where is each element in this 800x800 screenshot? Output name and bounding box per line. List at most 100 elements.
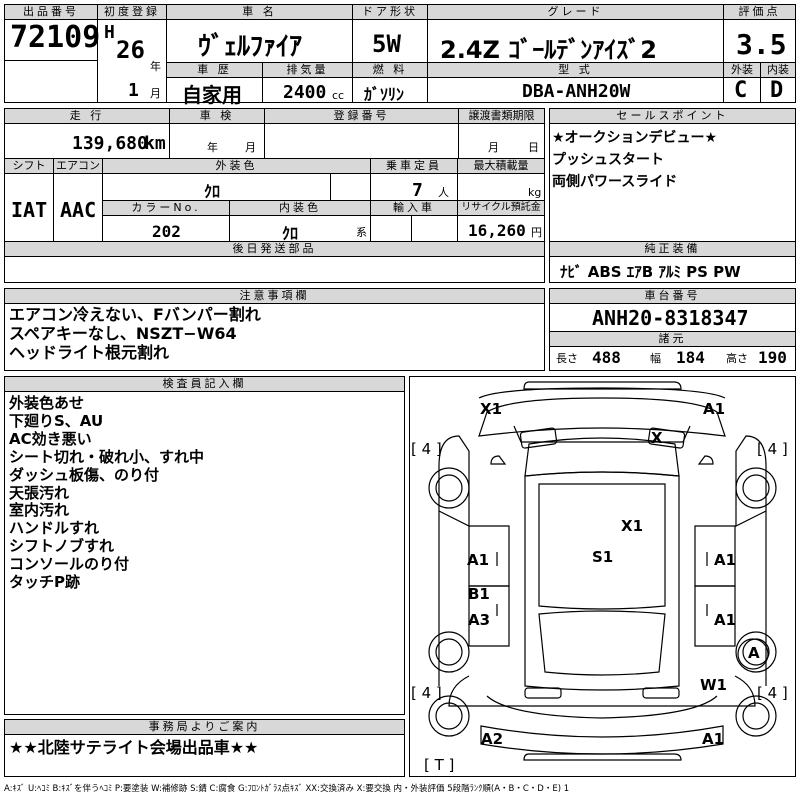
- mark-right-circle: A: [748, 644, 760, 662]
- inspector-line-4: シート切れ・破れ小、すれ中: [9, 448, 205, 466]
- fuel: ｶﾞｿﾘﾝ: [364, 85, 405, 104]
- sales-points-panel: [549, 108, 796, 283]
- capacity-unit: 人: [438, 186, 449, 199]
- later-parts-label: 後日発送部品: [5, 242, 544, 257]
- inspector-line-7: 室内汚れ: [9, 501, 70, 519]
- mark-left-rear-b: B1: [468, 585, 490, 603]
- door-type: 5W: [372, 30, 401, 58]
- specs-label: 諸元: [550, 331, 795, 347]
- reg-year: 26: [116, 36, 145, 64]
- note-line-1: エアコン冷えない、Fバンパー割れ: [9, 305, 261, 324]
- model-code: DBA-ANH20W: [522, 81, 631, 102]
- reg-year-unit: 年: [150, 60, 161, 73]
- door-label: ドア形状: [353, 5, 427, 20]
- inspector-line-1: 外装色あせ: [9, 394, 85, 412]
- inspector-line-5: ダッシュ板傷、のり付: [9, 466, 160, 484]
- equipment: ﾅﾋﾞ ABS ｴｱB ｱﾙﾐ PS PW: [560, 263, 741, 281]
- chassis-number: ANH20-8318347: [592, 306, 749, 330]
- mark-seat: S1: [592, 548, 614, 566]
- interior-label: 内装: [761, 63, 795, 78]
- legend: A:ｷｽﾞ U:ﾍｺﾐ B:ｷｽﾞを伴うﾍｺﾐ P:要塗装 W:補修跡 S:錆 …: [4, 784, 570, 794]
- interior-grade: D: [770, 78, 784, 103]
- equipment-label: 純正装備: [550, 242, 795, 257]
- mark-left-rear-a: A3: [468, 611, 491, 629]
- inspection-label: 車 検: [170, 109, 264, 124]
- inspection-month-unit: 月: [245, 141, 256, 154]
- first-reg-label: 初度登録: [98, 5, 166, 20]
- displacement-unit: cc: [332, 89, 345, 102]
- sales-point-1: ★オークションデビュー★: [552, 130, 718, 146]
- transfer-label: 譲渡書類期限: [459, 109, 544, 124]
- mark-roof: X1: [621, 517, 644, 535]
- inspector-line-8: ハンドルすれ: [9, 519, 100, 537]
- tire-front-left: [ 4 ]: [411, 440, 442, 458]
- notes-panel: [4, 288, 545, 371]
- displacement: 2400: [283, 82, 327, 103]
- chassis-panel: [549, 288, 796, 371]
- car-name-label: 車 名: [167, 5, 352, 20]
- color-no-label: カラーNo.: [103, 201, 229, 216]
- inspector-line-3: AC効き悪い: [9, 430, 92, 448]
- height: 190: [758, 348, 787, 367]
- inspector-panel: [4, 376, 405, 715]
- inspector-label: 検査員記入欄: [5, 377, 404, 392]
- header-panel: [4, 4, 796, 103]
- tire-front-right: [ 4 ]: [757, 440, 788, 458]
- transfer-day-unit: 日: [528, 141, 539, 154]
- sales-points-label: セールスポイント: [550, 109, 795, 124]
- model-label: 型 式: [428, 63, 723, 78]
- note-line-2: スペアキーなし、NSZT−W64: [9, 324, 237, 343]
- chassis-label: 車台番号: [550, 289, 795, 304]
- exterior-label: 外装: [724, 63, 760, 78]
- inspector-line-6: 天張汚れ: [9, 484, 70, 502]
- grade-label: グレード: [428, 5, 723, 20]
- int-color-unit: 系: [356, 226, 367, 239]
- history: 自家用: [182, 83, 242, 107]
- transfer-month-unit: 月: [488, 141, 499, 154]
- length-label: 長さ: [556, 352, 578, 365]
- recycle-label: リサイクル預託金: [458, 201, 544, 216]
- sales-point-3: 両側パワースライド: [552, 174, 678, 190]
- reg-number-label: 登録番号: [265, 109, 458, 124]
- inspector-line-2: 下廻りS、AU: [9, 412, 104, 430]
- car-name: ｳﾞｪﾙﾌｧｲｱ: [198, 32, 303, 62]
- office-note: ★★北陸サテライト会場出品車★★: [9, 738, 259, 757]
- inspector-line-11: タッチP跡: [9, 573, 80, 591]
- mark-right-front-door: A1: [714, 551, 737, 569]
- era: H: [104, 22, 115, 43]
- max-load-unit: kg: [528, 186, 542, 199]
- mileage-label: 走 行: [5, 109, 169, 124]
- aircon: AAC: [60, 198, 97, 222]
- mark-windshield: X: [651, 429, 663, 447]
- lot-number-label: 出品番号: [5, 5, 97, 20]
- mileage: 139,680: [72, 133, 148, 154]
- mark-right-rear-door: A1: [714, 611, 737, 629]
- fuel-label: 燃 料: [353, 63, 427, 78]
- mark-front-right: A1: [703, 400, 726, 418]
- width: 184: [676, 348, 705, 367]
- length: 488: [592, 348, 621, 367]
- details-panel: [4, 108, 545, 283]
- mark-rear-left: A2: [481, 730, 504, 748]
- ac-label: エアコン: [54, 159, 102, 174]
- tire-rear-left: [ 4 ]: [411, 684, 442, 702]
- recycle-unit: 円: [531, 226, 542, 239]
- exterior-grade: C: [734, 78, 748, 103]
- inspector-line-10: コンソールのり付: [9, 555, 130, 573]
- reg-month: 1: [128, 80, 139, 101]
- ext-color: ｸﾛ: [204, 182, 221, 201]
- max-load-label: 最大積載量: [458, 159, 544, 174]
- recycle-deposit: 16,260: [468, 221, 526, 240]
- height-label: 高さ: [726, 352, 748, 365]
- inspector-line-9: シフトノブすれ: [9, 537, 115, 555]
- car-diagram: [428, 381, 777, 761]
- sales-point-2: プッシュスタート: [552, 152, 664, 168]
- ext-color-label: 外装色: [103, 159, 370, 174]
- capacity: 7: [412, 180, 423, 201]
- lot-number: 72109: [10, 20, 101, 55]
- displacement-label: 排気量: [263, 63, 352, 78]
- spare-tire: [ T ]: [424, 756, 455, 774]
- shift-label: シフト: [5, 159, 53, 174]
- inspection-year-unit: 年: [207, 141, 218, 154]
- reg-month-unit: 月: [150, 87, 161, 100]
